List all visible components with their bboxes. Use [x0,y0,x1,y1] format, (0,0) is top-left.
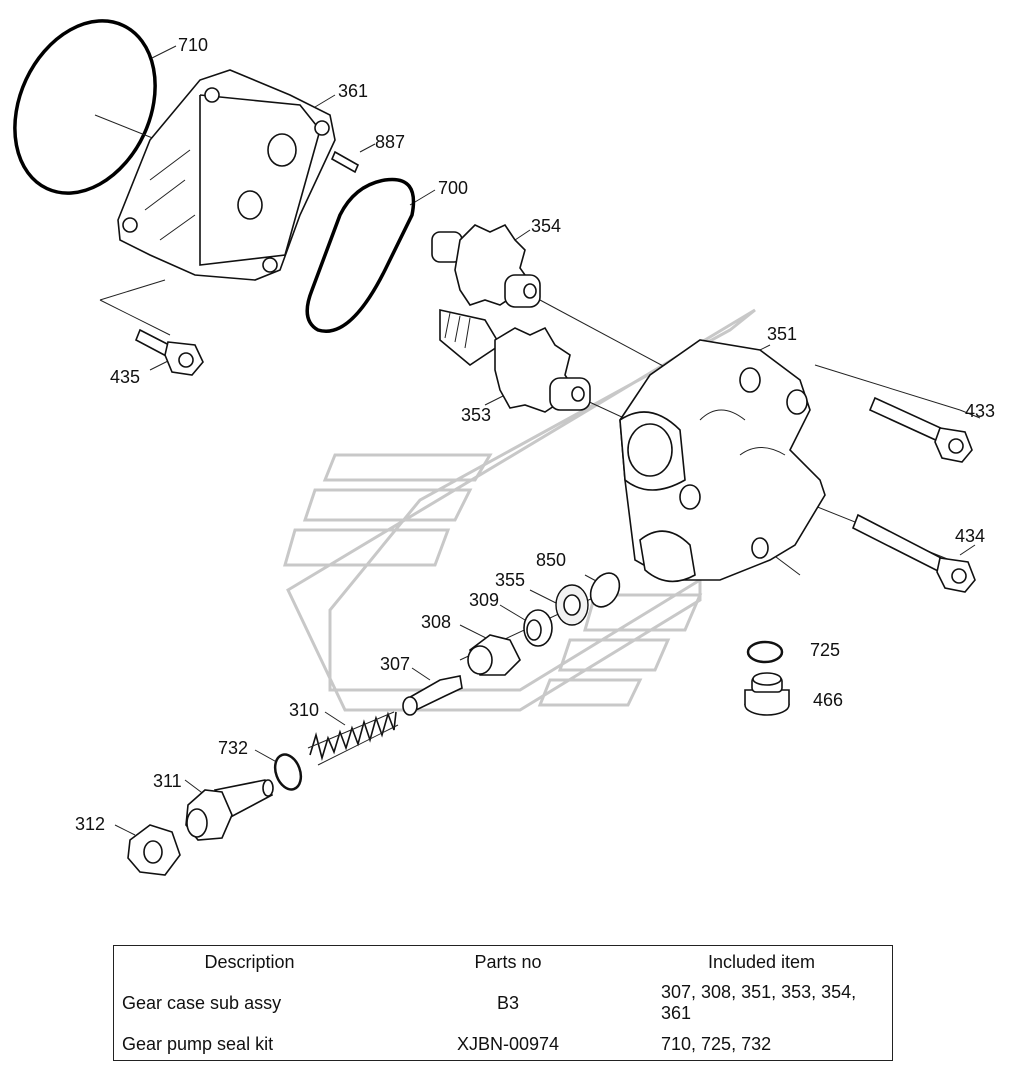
gasket-700 [305,177,416,333]
callout-434: 434 [955,526,985,546]
callout-353: 353 [461,405,491,425]
header-parts-no: Parts no [474,951,542,972]
plug-466 [744,672,790,716]
ring-309 [523,609,553,647]
callout-466: 466 [813,690,843,710]
bolt-433 [868,396,973,463]
callout-307: 307 [380,654,410,674]
cover-plate-361 [117,69,336,281]
table-row: Gear pump seal kit XJBN-00974 710, 725, … [114,1028,893,1061]
snap-ring-850 [589,572,621,608]
cell-included-item: 710, 725, 732 [661,1033,772,1054]
gear-shaft-353 [439,309,591,413]
callout-311: 311 [153,771,182,791]
callout-361: 361 [338,81,368,101]
cell-description: Gear pump seal kit [122,1033,274,1054]
o-ring-725 [746,640,784,664]
bolt-435 [134,328,204,376]
callout-887: 887 [375,132,405,152]
callout-732: 732 [218,738,248,758]
parts-table: Description Parts no Included item Gear … [113,945,893,1061]
gear-354 [431,223,541,308]
callout-labels: 710 361 887 700 354 435 351 433 353 434 … [75,35,995,834]
pin-887 [330,150,360,174]
adjuster-311 [185,779,274,841]
callout-700: 700 [438,178,468,198]
table-header-row: Description Parts no Included item [114,946,893,979]
nut-312 [127,824,181,876]
spool-308 [467,634,521,676]
callout-725: 725 [810,640,840,660]
cell-description: Gear case sub assy [122,992,282,1013]
callout-850: 850 [536,550,566,570]
header-description: Description [204,951,295,972]
callout-351: 351 [767,324,797,344]
callout-435: 435 [110,367,140,387]
callout-354: 354 [531,216,561,236]
spring-310 [307,711,399,766]
bolt-434 [851,513,976,593]
callout-309: 309 [469,590,499,610]
callout-355: 355 [495,570,525,590]
header-included-item: Included item [707,951,816,972]
callout-710: 710 [178,35,208,55]
cell-included-item: 307, 308, 351, 353, 354, 361 [661,982,857,1023]
gear-case-351 [619,339,826,583]
o-ring-732 [273,753,303,791]
cell-parts-no: XJBN-00974 [456,1033,560,1054]
exploded-parts-diagram: 710 361 887 700 354 435 351 433 353 434 … [13,19,995,876]
poppet-307 [402,675,463,716]
callout-310: 310 [289,700,319,720]
cell-parts-no: B3 [496,992,520,1013]
table-row: Gear case sub assy B3 307, 308, 351, 353… [114,978,893,1028]
callout-312: 312 [75,814,105,834]
bushing-355 [555,584,589,626]
callout-433: 433 [965,401,995,421]
callout-308: 308 [421,612,451,632]
